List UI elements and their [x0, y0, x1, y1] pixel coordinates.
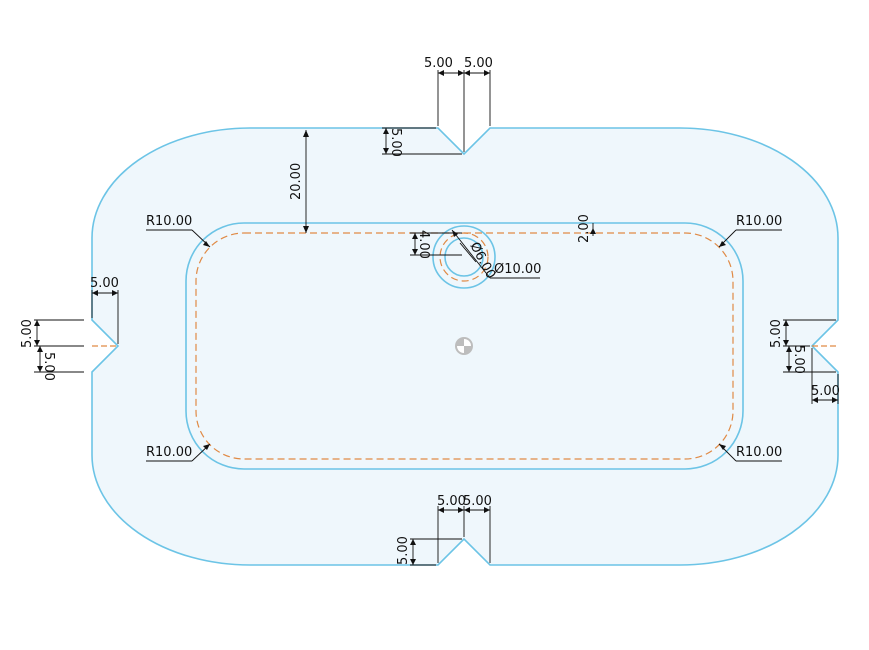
dim-label: 5.00: [463, 494, 492, 509]
dim-label: 5.00: [769, 319, 784, 348]
dim-label: R10.00: [146, 214, 192, 229]
hole-offset-circle[interactable]: [439, 232, 489, 282]
hole-outer-circle[interactable]: [432, 225, 496, 289]
dim-label: 5.00: [20, 319, 35, 348]
dim-hole-diameter[interactable]: Ø10.00 Ø6.00: [451, 229, 541, 281]
dim-label: R10.00: [146, 445, 192, 460]
dim-offset-gap[interactable]: 2.00: [577, 214, 596, 243]
dim-radius-bottom-right[interactable]: R10.00: [718, 443, 782, 462]
dim-right-notch[interactable]: 5.00 5.00 5.00: [769, 319, 840, 404]
dim-radius-top-left[interactable]: R10.00: [146, 214, 211, 248]
dim-bottom-notch[interactable]: 5.00 5.00 5.00: [396, 494, 492, 566]
dim-label: 5.00: [791, 345, 806, 374]
dim-label: 5.00: [437, 494, 466, 509]
origin-icon[interactable]: [455, 337, 473, 355]
dim-label: 5.00: [90, 276, 119, 291]
dim-label: R10.00: [736, 214, 782, 229]
dim-label: 5.00: [388, 128, 403, 157]
inner-pocket[interactable]: [185, 222, 744, 470]
dim-label: R10.00: [736, 445, 782, 460]
dim-label: 4.00: [416, 230, 431, 259]
dim-label: 2.00: [577, 214, 592, 243]
dim-left-notch[interactable]: 5.00 5.00 5.00: [20, 276, 119, 381]
dim-label: 5.00: [396, 536, 411, 565]
dim-label: 5.00: [811, 384, 840, 399]
dim-label: Ø10.00: [494, 262, 541, 277]
dim-label: 5.00: [41, 352, 56, 381]
dim-radius-bottom-left[interactable]: R10.00: [146, 443, 211, 462]
hole-inner-circle[interactable]: [444, 237, 484, 277]
dim-label: 5.00: [464, 56, 493, 71]
dim-label: 5.00: [424, 56, 453, 71]
dim-wall-thickness[interactable]: 20.00: [289, 130, 309, 233]
dim-label: 20.00: [289, 163, 304, 200]
dim-top-notch[interactable]: 5.00 5.00 5.00: [382, 56, 493, 157]
dim-radius-top-right[interactable]: R10.00: [718, 214, 782, 248]
